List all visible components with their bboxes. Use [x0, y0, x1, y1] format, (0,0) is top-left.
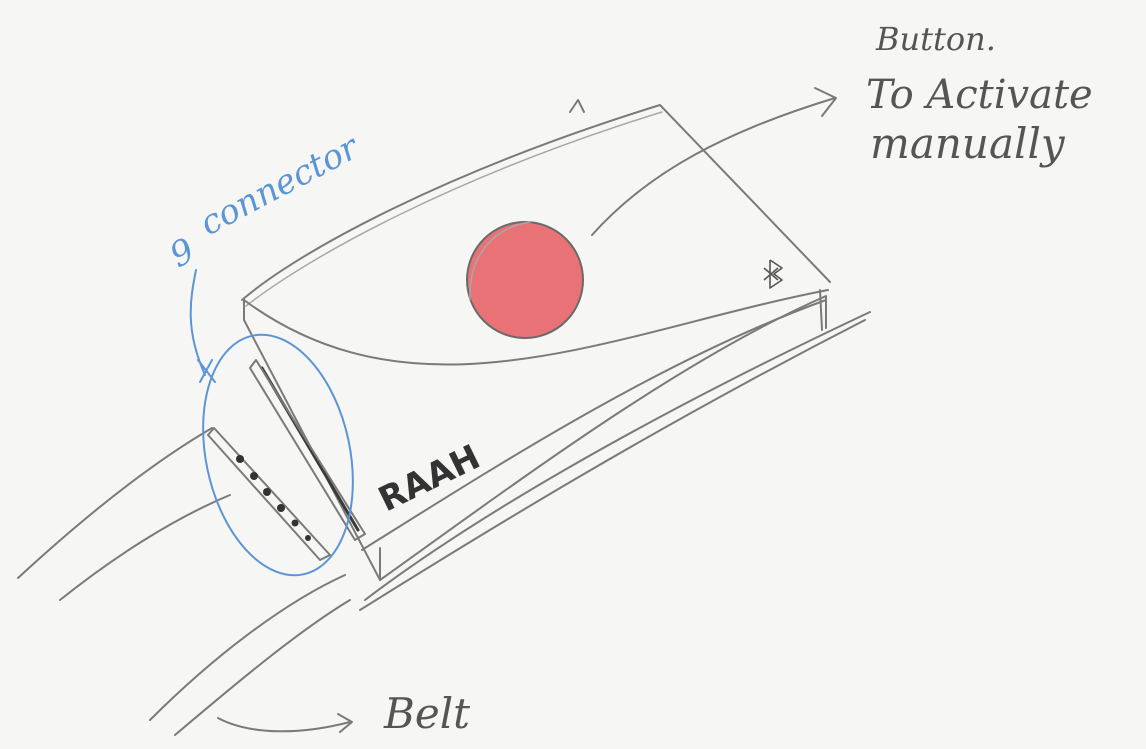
belt-annotation: Belt	[217, 689, 470, 738]
connector-pin	[291, 519, 299, 527]
connector-pin	[236, 455, 244, 463]
connector-pin	[263, 488, 271, 496]
connector-outline	[202, 333, 354, 577]
connector-label: connector	[193, 127, 366, 244]
connector-pin	[250, 472, 258, 480]
device-body	[241, 99, 831, 581]
button-note-line3: manually	[870, 119, 1066, 168]
button-annotation: Button. To Activate manually	[866, 20, 1093, 168]
belt-label: Belt	[383, 689, 470, 738]
belt-strap	[17, 311, 871, 736]
connector-pin	[305, 535, 311, 541]
activation-button	[466, 221, 584, 339]
button-circle	[467, 222, 583, 338]
connector-port	[207, 359, 366, 561]
connector-pin	[277, 504, 285, 512]
button-leader	[591, 87, 837, 236]
connector-leader	[189, 269, 216, 383]
button-note-line1: Button.	[875, 20, 996, 58]
button-note-line2: To Activate	[866, 72, 1093, 118]
bluetooth-icon	[763, 259, 783, 289]
